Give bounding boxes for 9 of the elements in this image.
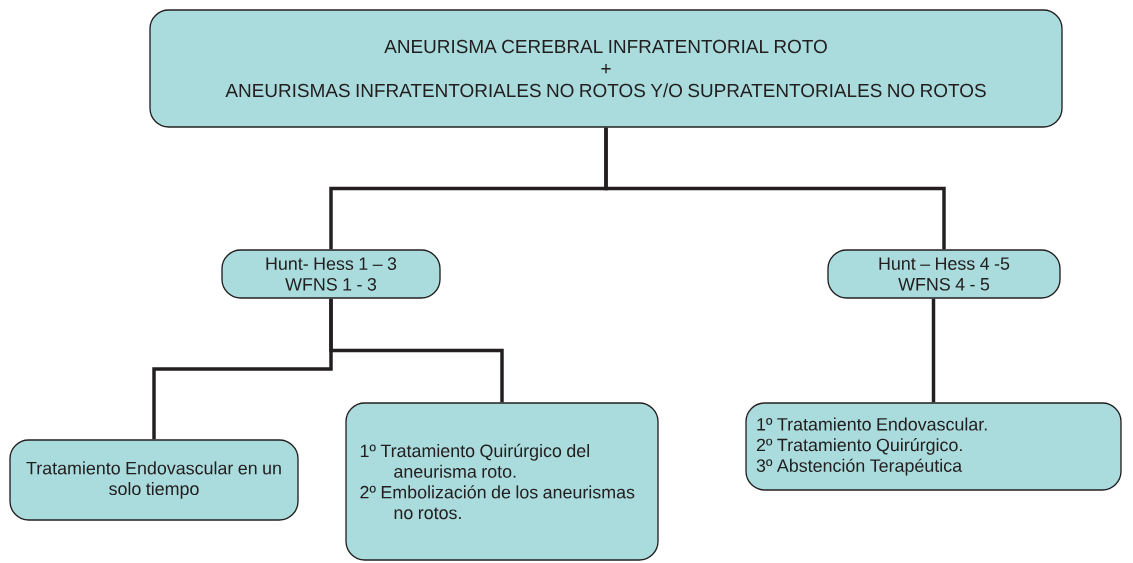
grade-box: Hunt- Hess 1 – 3 WFNS 1 - 3 xyxy=(221,249,441,299)
treatment-box: 1º Tratamiento Endovascular. 2º Tratamiento Quirúrgico. 3º Abstención Terapéutica xyxy=(745,402,1122,491)
treatment-box: Tratamiento Endovascular en un solo tiempo xyxy=(9,439,299,521)
connector-line xyxy=(329,298,504,403)
treatment-box: 1º Tratamiento Quirúrgico del aneurisma roto. 2º Embolización de los aneurismas no rotos. xyxy=(345,402,659,561)
connector-line xyxy=(604,127,946,250)
title-box: ANEURISMA CEREBRAL INFRATENTORIAL ROTO + ANEURISMAS INFRATENTORIALES NO ROTOS Y/O SUPRATENTORIALES NO ROTOS xyxy=(149,9,1063,128)
connector-line xyxy=(931,298,936,403)
grade-box: Hunt – Hess 4 -5 WFNS 4 - 5 xyxy=(827,249,1061,299)
